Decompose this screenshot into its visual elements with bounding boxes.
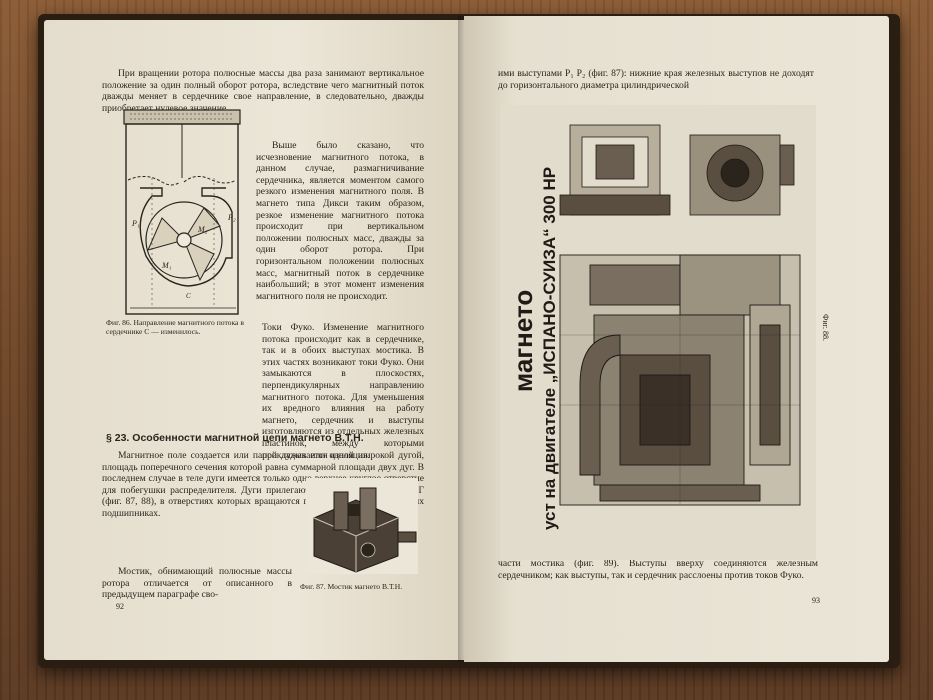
label-m2: M₂	[197, 225, 208, 234]
paragraph-text: Мостик, обнимающий полюсные массы ротора…	[102, 566, 292, 601]
fig87-caption: Фиг. 87. Мостик магнето В.Т.Н.	[300, 582, 430, 591]
fig87-image	[306, 478, 418, 574]
paragraph-bridge: Мостик, обнимающий полюсные массы ротора…	[102, 566, 292, 601]
left-page: При вращении ротора полюсные массы два р…	[44, 20, 464, 660]
paragraph-text: При вращении ротора полюсные массы два р…	[102, 68, 424, 114]
paragraph-text: ими выступами P₁ P₂ (фиг. 87): нижние кр…	[498, 68, 814, 91]
label-m1: M₁	[161, 261, 172, 270]
paragraph-text: части мостика (фиг. 89). Выступы вверху …	[498, 558, 818, 581]
label-p1: P₁	[131, 219, 140, 228]
paragraph-intro: При вращении ротора полюсные массы два р…	[102, 68, 424, 114]
paragraph-text: Токи Фуко. Изменение магнитного потока п…	[262, 322, 424, 461]
fig86-diagram: P₁ P₂ M₁ M₂ C	[123, 109, 241, 315]
paragraph-text: Магнитное поле создается или парой дужек…	[102, 450, 424, 519]
section-heading: § 23. Особенности магнитной цепи магнето…	[106, 432, 364, 444]
fig87-caption-text: Фиг. 87. Мостик магнето В.Т.Н.	[300, 582, 403, 591]
fig86-caption-text: Фиг. 86. Направление магнитного потока в…	[106, 318, 244, 336]
label-c: C	[186, 292, 191, 300]
page-number-right: 93	[812, 596, 820, 605]
photo-title: магнето	[508, 289, 538, 392]
fig88-magneto-drawing	[500, 105, 816, 560]
paragraph-eddy-currents: Токи Фуко. Изменение магнитного потока п…	[102, 322, 424, 461]
paragraph-flux-change: Выше было сказано, что исчезновение магн…	[256, 140, 424, 302]
label-p2: P₂	[227, 213, 236, 222]
paragraph-right-bottom: части мостика (фиг. 89). Выступы вверху …	[498, 558, 818, 581]
page-number-left: 92	[116, 602, 124, 611]
paragraph-text: Выше было сказано, что исчезновение магн…	[256, 140, 424, 302]
fig88-caption-text: Фиг. 88.	[821, 314, 830, 341]
fig88-caption: Фиг. 88.	[821, 314, 830, 341]
paragraph-right-top: ими выступами P₁ P₂ (фиг. 87): нижние кр…	[498, 68, 814, 91]
photo-subtitle: уст на двигателе „ИСПАНО-СУИЗА“ 300 НР	[540, 166, 559, 530]
paragraph-magnetic-field: Магнитное поле создается или парой дужек…	[102, 450, 424, 520]
fig86-caption: Фиг. 86. Направление магнитного потока в…	[106, 318, 246, 336]
